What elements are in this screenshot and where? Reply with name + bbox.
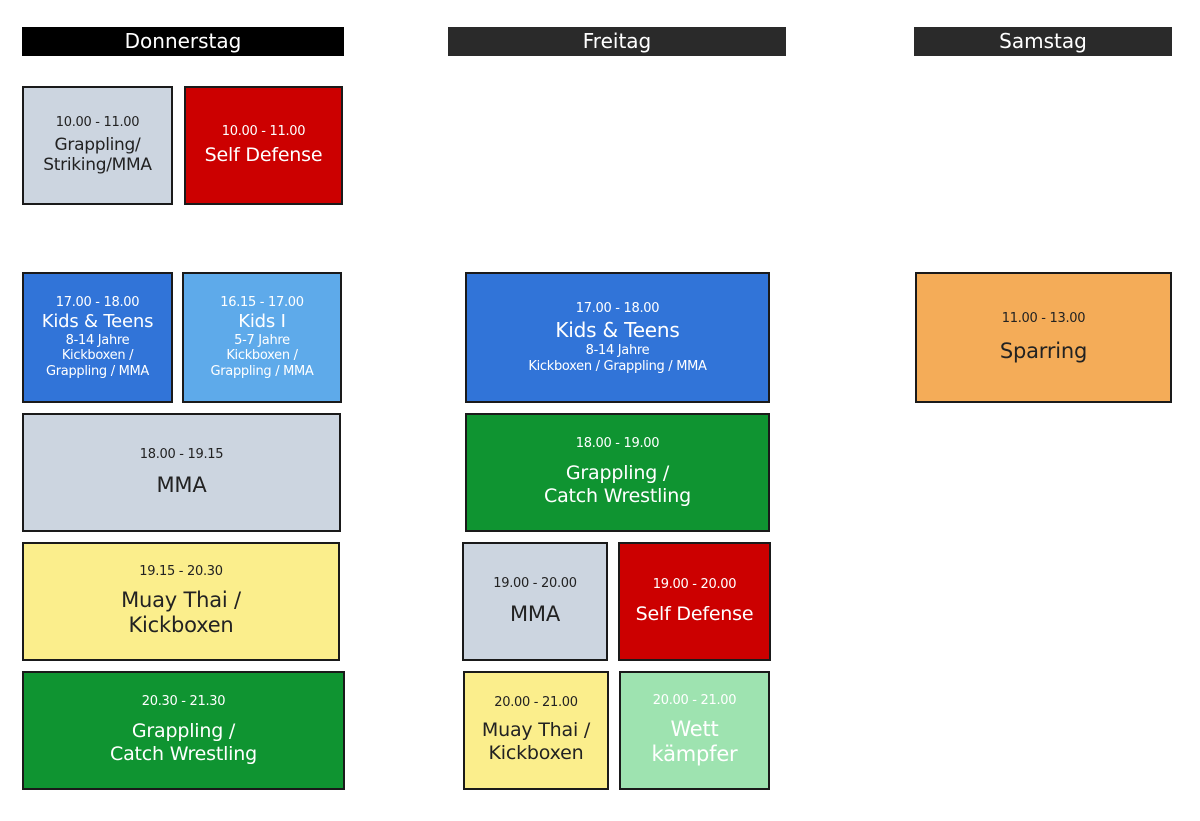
session-time: 19.00 - 20.00	[652, 576, 737, 592]
day-header-saturday: Samstag	[914, 27, 1172, 56]
session-block-sparring[interactable]: 11.00 - 13.00 Sparring	[915, 272, 1172, 403]
session-name: Kids & Teens	[555, 318, 680, 343]
session-block-grappling-catch-wrestling[interactable]: 20.30 - 21.30 Grappling / Catch Wrestlin…	[22, 671, 345, 790]
session-name-line-1: Muay Thai /	[121, 587, 241, 612]
session-time: 10.00 - 11.00	[221, 123, 306, 139]
session-time: 20.00 - 21.00	[652, 692, 737, 708]
session-name-line-1: Grappling/	[54, 134, 141, 155]
session-age: 8-14 Jahre	[585, 342, 650, 358]
session-block-muay-thai-kickboxen[interactable]: 20.00 - 21.00 Muay Thai / Kickboxen	[463, 671, 609, 790]
session-age: 5-7 Jahre	[234, 332, 290, 348]
session-discipline: Kickboxen / Grappling / MMA	[528, 358, 707, 374]
session-time: 18.00 - 19.15	[139, 446, 224, 462]
session-name-line-2: kämpfer	[651, 742, 738, 767]
session-name: Self Defense	[635, 602, 754, 625]
session-time: 17.00 - 18.00	[575, 300, 660, 316]
session-name: Self Defense	[204, 143, 323, 166]
session-time: 17.00 - 18.00	[55, 294, 140, 310]
session-discipline-line-2: Grappling / MMA	[210, 364, 314, 380]
session-block-kids-teens[interactable]: 17.00 - 18.00 Kids & Teens 8-14 Jahre Ki…	[465, 272, 770, 403]
day-header-friday: Freitag	[448, 27, 786, 56]
session-name-line-1: Wett	[670, 716, 719, 741]
session-block-self-defense[interactable]: 10.00 - 11.00 Self Defense	[184, 86, 343, 205]
session-name-line-1: Grappling /	[565, 462, 670, 485]
session-block-grappling-catch-wrestling[interactable]: 18.00 - 19.00 Grappling / Catch Wrestlin…	[465, 413, 770, 532]
session-time: 18.00 - 19.00	[575, 436, 660, 452]
session-discipline-line-1: Kickboxen /	[226, 348, 298, 364]
session-time: 19.00 - 20.00	[493, 575, 577, 591]
session-name-line-1: Muay Thai /	[481, 719, 591, 742]
session-block-muay-thai-kickboxen[interactable]: 19.15 - 20.30 Muay Thai / Kickboxen	[22, 542, 340, 661]
session-name-line-1: Grappling /	[131, 720, 236, 743]
session-name-line-2: Catch Wrestling	[110, 743, 257, 766]
session-time: 19.15 - 20.30	[139, 563, 223, 579]
session-name-line-2: Kickboxen	[488, 742, 584, 765]
session-age: 8-14 Jahre	[65, 332, 130, 348]
session-name: Kids I	[238, 310, 286, 332]
session-block-grappling-striking-mma[interactable]: 10.00 - 11.00 Grappling/ Striking/MMA	[22, 86, 173, 205]
session-time: 11.00 - 13.00	[1001, 310, 1086, 326]
session-name-line-2: Catch Wrestling	[544, 485, 691, 508]
day-header-thursday: Donnerstag	[22, 27, 344, 56]
session-name: Kids & Teens	[41, 310, 154, 332]
session-block-self-defense[interactable]: 19.00 - 20.00 Self Defense	[618, 542, 771, 661]
session-name-line-2: Striking/MMA	[43, 155, 152, 176]
session-name: MMA	[509, 601, 560, 626]
session-time: 20.30 - 21.30	[141, 694, 226, 710]
session-time: 20.00 - 21.00	[494, 695, 578, 711]
session-block-kids-1[interactable]: 16.15 - 17.00 Kids I 5-7 Jahre Kickboxen…	[182, 272, 342, 403]
session-time: 10.00 - 11.00	[55, 114, 140, 130]
session-block-kids-teens[interactable]: 17.00 - 18.00 Kids & Teens 8-14 Jahre Ki…	[22, 272, 173, 403]
session-discipline-line-1: Kickboxen /	[61, 348, 134, 364]
session-block-mma[interactable]: 18.00 - 19.15 MMA	[22, 413, 341, 532]
session-block-wettkaempfer[interactable]: 20.00 - 21.00 Wett kämpfer	[619, 671, 770, 790]
session-discipline-line-2: Grappling / MMA	[45, 364, 150, 380]
session-name-line-2: Kickboxen	[128, 613, 234, 638]
session-name: Sparring	[999, 338, 1088, 363]
session-block-mma[interactable]: 19.00 - 20.00 MMA	[462, 542, 608, 661]
session-time: 16.15 - 17.00	[220, 294, 304, 310]
session-name: MMA	[156, 472, 207, 497]
